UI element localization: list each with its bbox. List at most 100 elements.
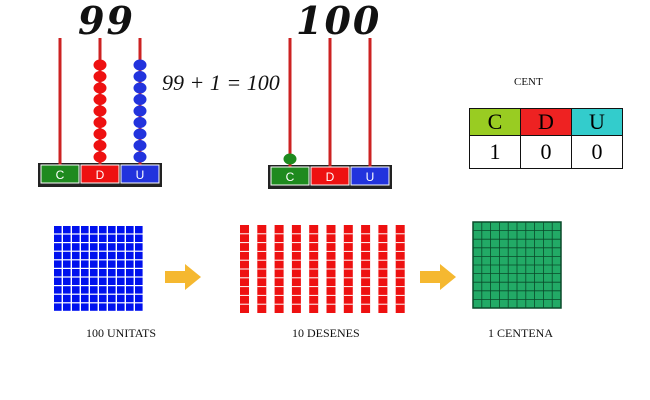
unit-cube — [135, 303, 143, 311]
abacus-label-c: C — [56, 168, 65, 182]
unit-cube — [135, 286, 143, 294]
unit-cube — [90, 294, 98, 303]
unit-cube — [126, 243, 134, 251]
unit-cube — [135, 234, 143, 242]
unit-cube — [126, 226, 134, 234]
unit-cube — [72, 303, 80, 311]
unit-cube — [126, 277, 134, 285]
unit-cube — [135, 277, 143, 285]
bead — [93, 59, 107, 71]
unit-cube — [117, 260, 125, 268]
unit-cube — [126, 251, 134, 260]
unit-cube — [117, 286, 125, 294]
unit-cube — [81, 269, 89, 277]
unit-cube — [126, 269, 134, 277]
bead — [133, 117, 147, 128]
unit-cube — [81, 303, 89, 311]
bead — [93, 94, 107, 105]
unit-cube — [54, 234, 62, 242]
unit-cube — [99, 234, 107, 242]
abacus-label-u: U — [136, 168, 145, 182]
unit-cube — [63, 226, 71, 234]
abacus-label-d: D — [96, 168, 105, 182]
unit-cube — [90, 243, 98, 251]
unit-cube — [117, 277, 125, 285]
place-value-table: C D U 1 0 0 — [469, 108, 623, 169]
unit-cube — [54, 286, 62, 294]
unit-cube — [72, 269, 80, 277]
unit-cube — [90, 226, 98, 234]
unit-cube — [72, 234, 80, 242]
unit-cube — [99, 260, 107, 268]
bead — [93, 82, 107, 94]
unit-cube — [108, 303, 116, 311]
abacus-base-c — [270, 166, 310, 186]
abacus-base-u — [350, 166, 390, 186]
unit-cube — [90, 260, 98, 268]
unit-cube — [135, 251, 143, 260]
unit-cube — [63, 294, 71, 303]
unit-cube — [63, 234, 71, 242]
bead — [133, 140, 147, 151]
unit-cube — [72, 277, 80, 285]
unit-cube — [117, 294, 125, 303]
cent-label: CENT — [514, 76, 543, 88]
unit-cube — [81, 251, 89, 260]
unit-cube — [81, 277, 89, 285]
unit-cube — [81, 294, 89, 303]
arrow-right-icon — [420, 264, 456, 290]
unit-cube — [108, 234, 116, 242]
unit-cube — [90, 234, 98, 242]
unit-cube — [63, 243, 71, 251]
unit-cube — [81, 243, 89, 251]
unit-cube — [72, 286, 80, 294]
unit-cube — [63, 260, 71, 268]
abacus-base-d — [310, 166, 350, 186]
base-ten-blocks — [54, 221, 562, 313]
abacus-base-u — [120, 164, 160, 184]
unit-cube — [117, 303, 125, 311]
unit-cube — [54, 260, 62, 268]
unit-cube — [63, 277, 71, 285]
abacus-base-d — [80, 164, 120, 184]
header-c: C — [469, 108, 521, 136]
unit-cube — [81, 260, 89, 268]
bead — [93, 71, 107, 82]
bead — [283, 153, 297, 165]
unit-cube — [90, 269, 98, 277]
unit-cube — [72, 251, 80, 260]
unit-cube — [99, 294, 107, 303]
unit-cube — [108, 226, 116, 234]
unit-cube — [126, 294, 134, 303]
hundred-caption: 1 CENTENA — [488, 326, 553, 340]
abacus-label-c: C — [286, 170, 295, 184]
unit-cube — [99, 243, 107, 251]
unit-cube — [108, 269, 116, 277]
unit-cube — [99, 286, 107, 294]
bead — [93, 151, 107, 163]
bead — [133, 82, 147, 94]
unit-cube — [108, 277, 116, 285]
unit-cube — [126, 286, 134, 294]
value-d: 0 — [520, 135, 572, 169]
bead — [133, 105, 147, 117]
unit-cube — [99, 303, 107, 311]
abacus-label-u: U — [366, 170, 375, 184]
unit-cube — [54, 277, 62, 285]
unit-cube — [54, 251, 62, 260]
arrow-right-icon — [165, 264, 201, 290]
unit-cube — [63, 286, 71, 294]
bead — [133, 59, 147, 71]
abacus-100-title: 100 — [296, 0, 382, 43]
unit-cube — [54, 269, 62, 277]
bead — [133, 128, 147, 140]
unit-cube — [108, 260, 116, 268]
abacus-label-d: D — [326, 170, 335, 184]
units-caption: 100 UNITATS — [86, 326, 157, 340]
unit-cube — [90, 251, 98, 260]
unit-cube — [81, 234, 89, 242]
header-d: D — [520, 108, 572, 136]
unit-cube — [117, 226, 125, 234]
bead — [93, 140, 107, 151]
